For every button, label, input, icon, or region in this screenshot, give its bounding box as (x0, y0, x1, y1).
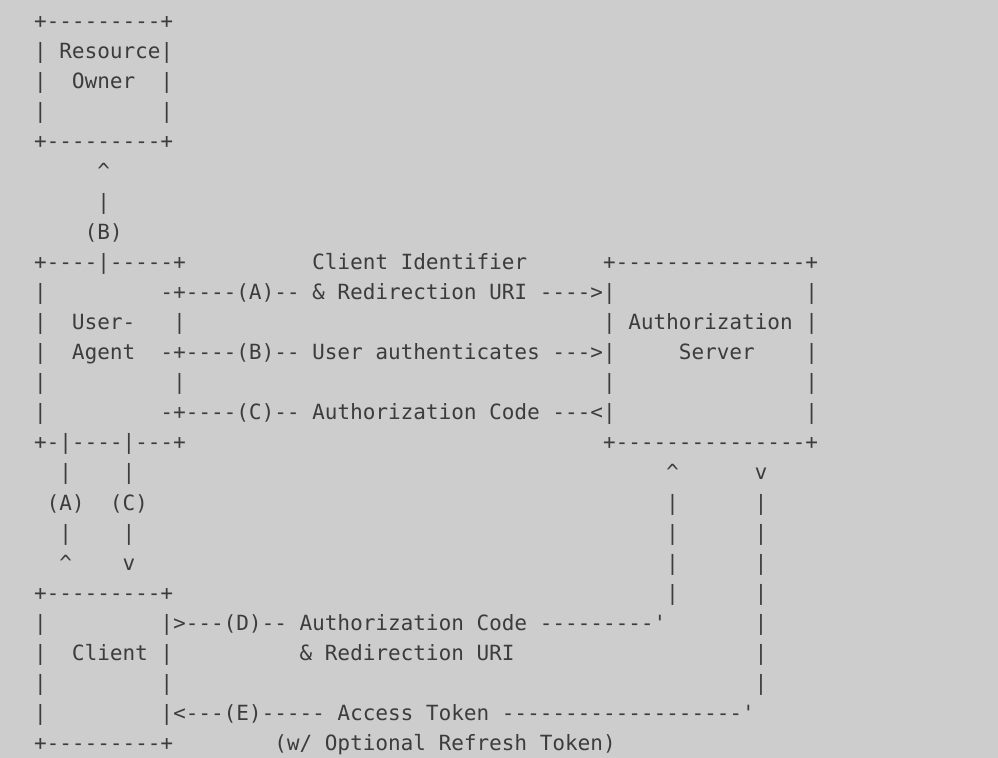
oauth-authorization-code-flow-diagram: +---------+ | Resource| | Owner | | | +-… (34, 9, 818, 756)
